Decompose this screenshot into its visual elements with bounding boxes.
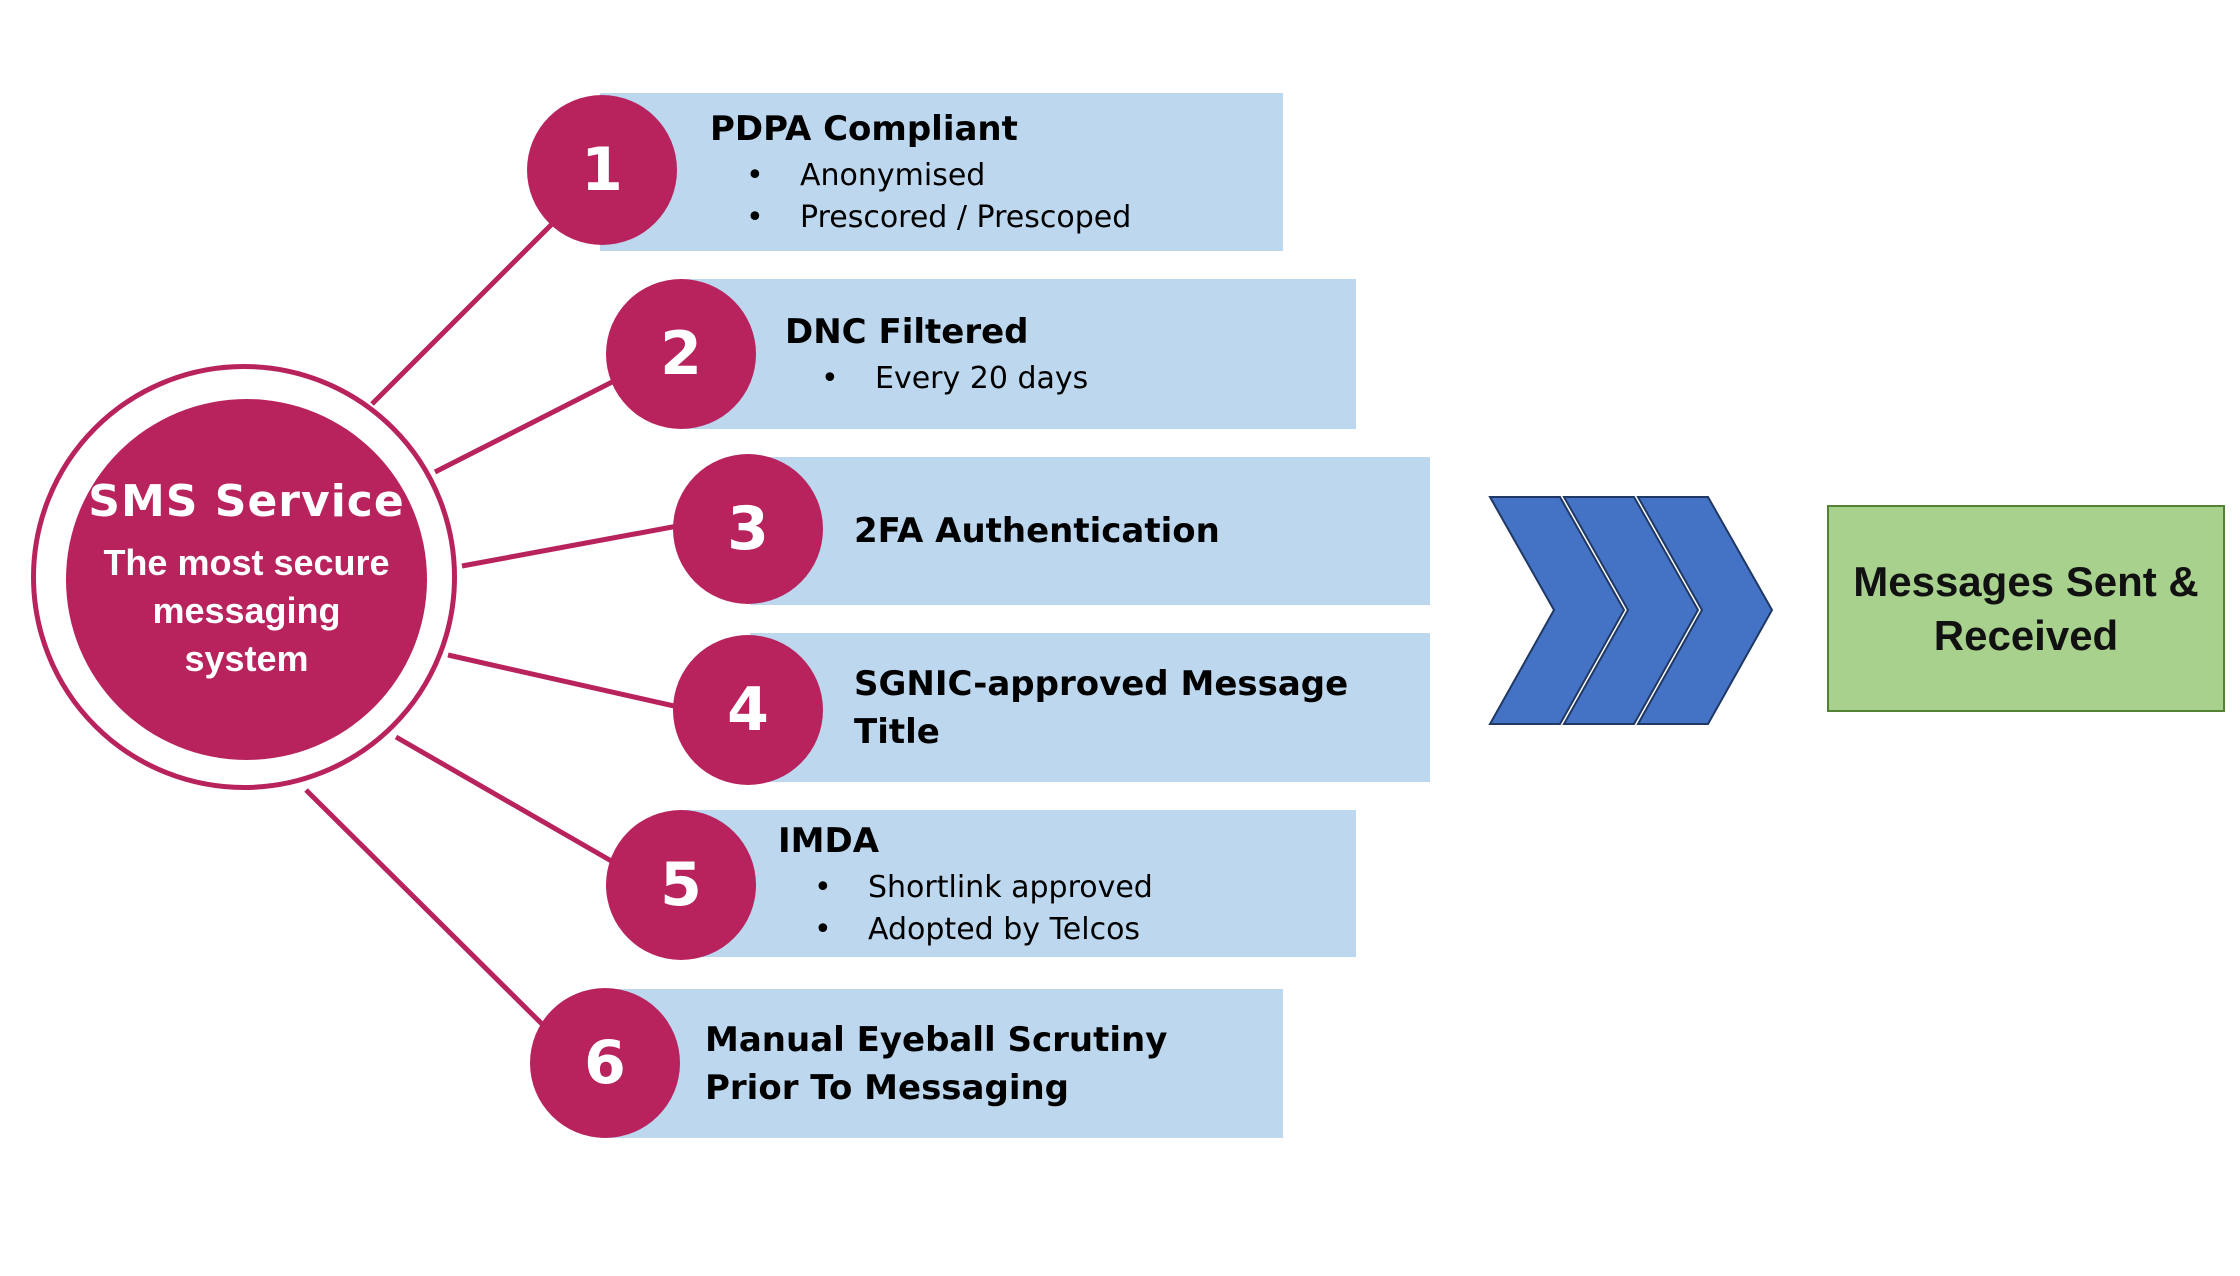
item-bar-3: 2FA Authentication bbox=[750, 457, 1430, 605]
hub-subtitle: The most secure messaging system bbox=[103, 542, 390, 679]
item-bar-1: PDPA Compliant •Anonymised •Prescored / … bbox=[600, 93, 1283, 251]
item-title-5: IMDA bbox=[778, 820, 880, 861]
bullet-icon: • bbox=[746, 200, 764, 235]
item-number-2: 2 bbox=[606, 279, 756, 429]
hub-circle: SMS Service The most secure messaging sy… bbox=[66, 399, 427, 760]
item-number-3: 3 bbox=[673, 454, 823, 604]
bullet-item: •Anonymised bbox=[710, 155, 1283, 197]
bullet-item: •Prescored / Prescoped bbox=[710, 197, 1283, 239]
bullet-icon: • bbox=[814, 911, 832, 947]
connector-line-2 bbox=[433, 375, 622, 475]
bullet-item: •Shortlink approved bbox=[778, 867, 1356, 909]
item-number-1: 1 bbox=[527, 95, 677, 245]
item-title-1: PDPA Compliant bbox=[710, 109, 1018, 149]
item-bullets-5: •Shortlink approved •Adopted by Telcos bbox=[778, 867, 1356, 951]
bullet-icon: • bbox=[746, 158, 764, 193]
item-title-6: Manual Eyeball Scrutiny Prior To Messagi… bbox=[705, 1019, 1168, 1108]
connector-line-3 bbox=[461, 522, 684, 569]
item-number-5: 5 bbox=[606, 810, 756, 960]
item-number-4: 4 bbox=[673, 635, 823, 785]
bullet-item: •Adopted by Telcos bbox=[778, 909, 1356, 951]
connector-line-6 bbox=[304, 788, 550, 1032]
item-title-2: DNC Filtered bbox=[785, 312, 1029, 352]
item-bar-5: IMDA •Shortlink approved •Adopted by Tel… bbox=[680, 810, 1356, 957]
bullet-icon: • bbox=[814, 869, 832, 905]
chevron-icon bbox=[1488, 496, 1626, 725]
item-number-6: 6 bbox=[530, 988, 680, 1138]
item-title-4: SGNIC-approved Message Title bbox=[854, 663, 1349, 752]
bullet-item: •Every 20 days bbox=[785, 358, 1356, 400]
item-bullets-1: •Anonymised •Prescored / Prescoped bbox=[710, 155, 1283, 239]
bullet-icon: • bbox=[821, 361, 839, 396]
hub-title: SMS Service bbox=[88, 476, 405, 527]
chevron-arrows-icon bbox=[1488, 496, 1774, 725]
item-bar-4: SGNIC-approved Message Title bbox=[750, 633, 1430, 782]
connector-line-4 bbox=[447, 652, 684, 711]
item-bar-2: DNC Filtered •Every 20 days bbox=[680, 279, 1356, 429]
connector-line-5 bbox=[394, 734, 622, 869]
connector-line-1 bbox=[370, 220, 556, 406]
chevron-icon bbox=[1636, 496, 1774, 725]
item-bullets-2: •Every 20 days bbox=[785, 358, 1356, 400]
item-bar-6: Manual Eyeball Scrutiny Prior To Messagi… bbox=[600, 989, 1283, 1138]
chevron-icon bbox=[1562, 496, 1700, 725]
item-title-3: 2FA Authentication bbox=[854, 511, 1220, 551]
result-box: Messages Sent & Received bbox=[1827, 505, 2225, 712]
